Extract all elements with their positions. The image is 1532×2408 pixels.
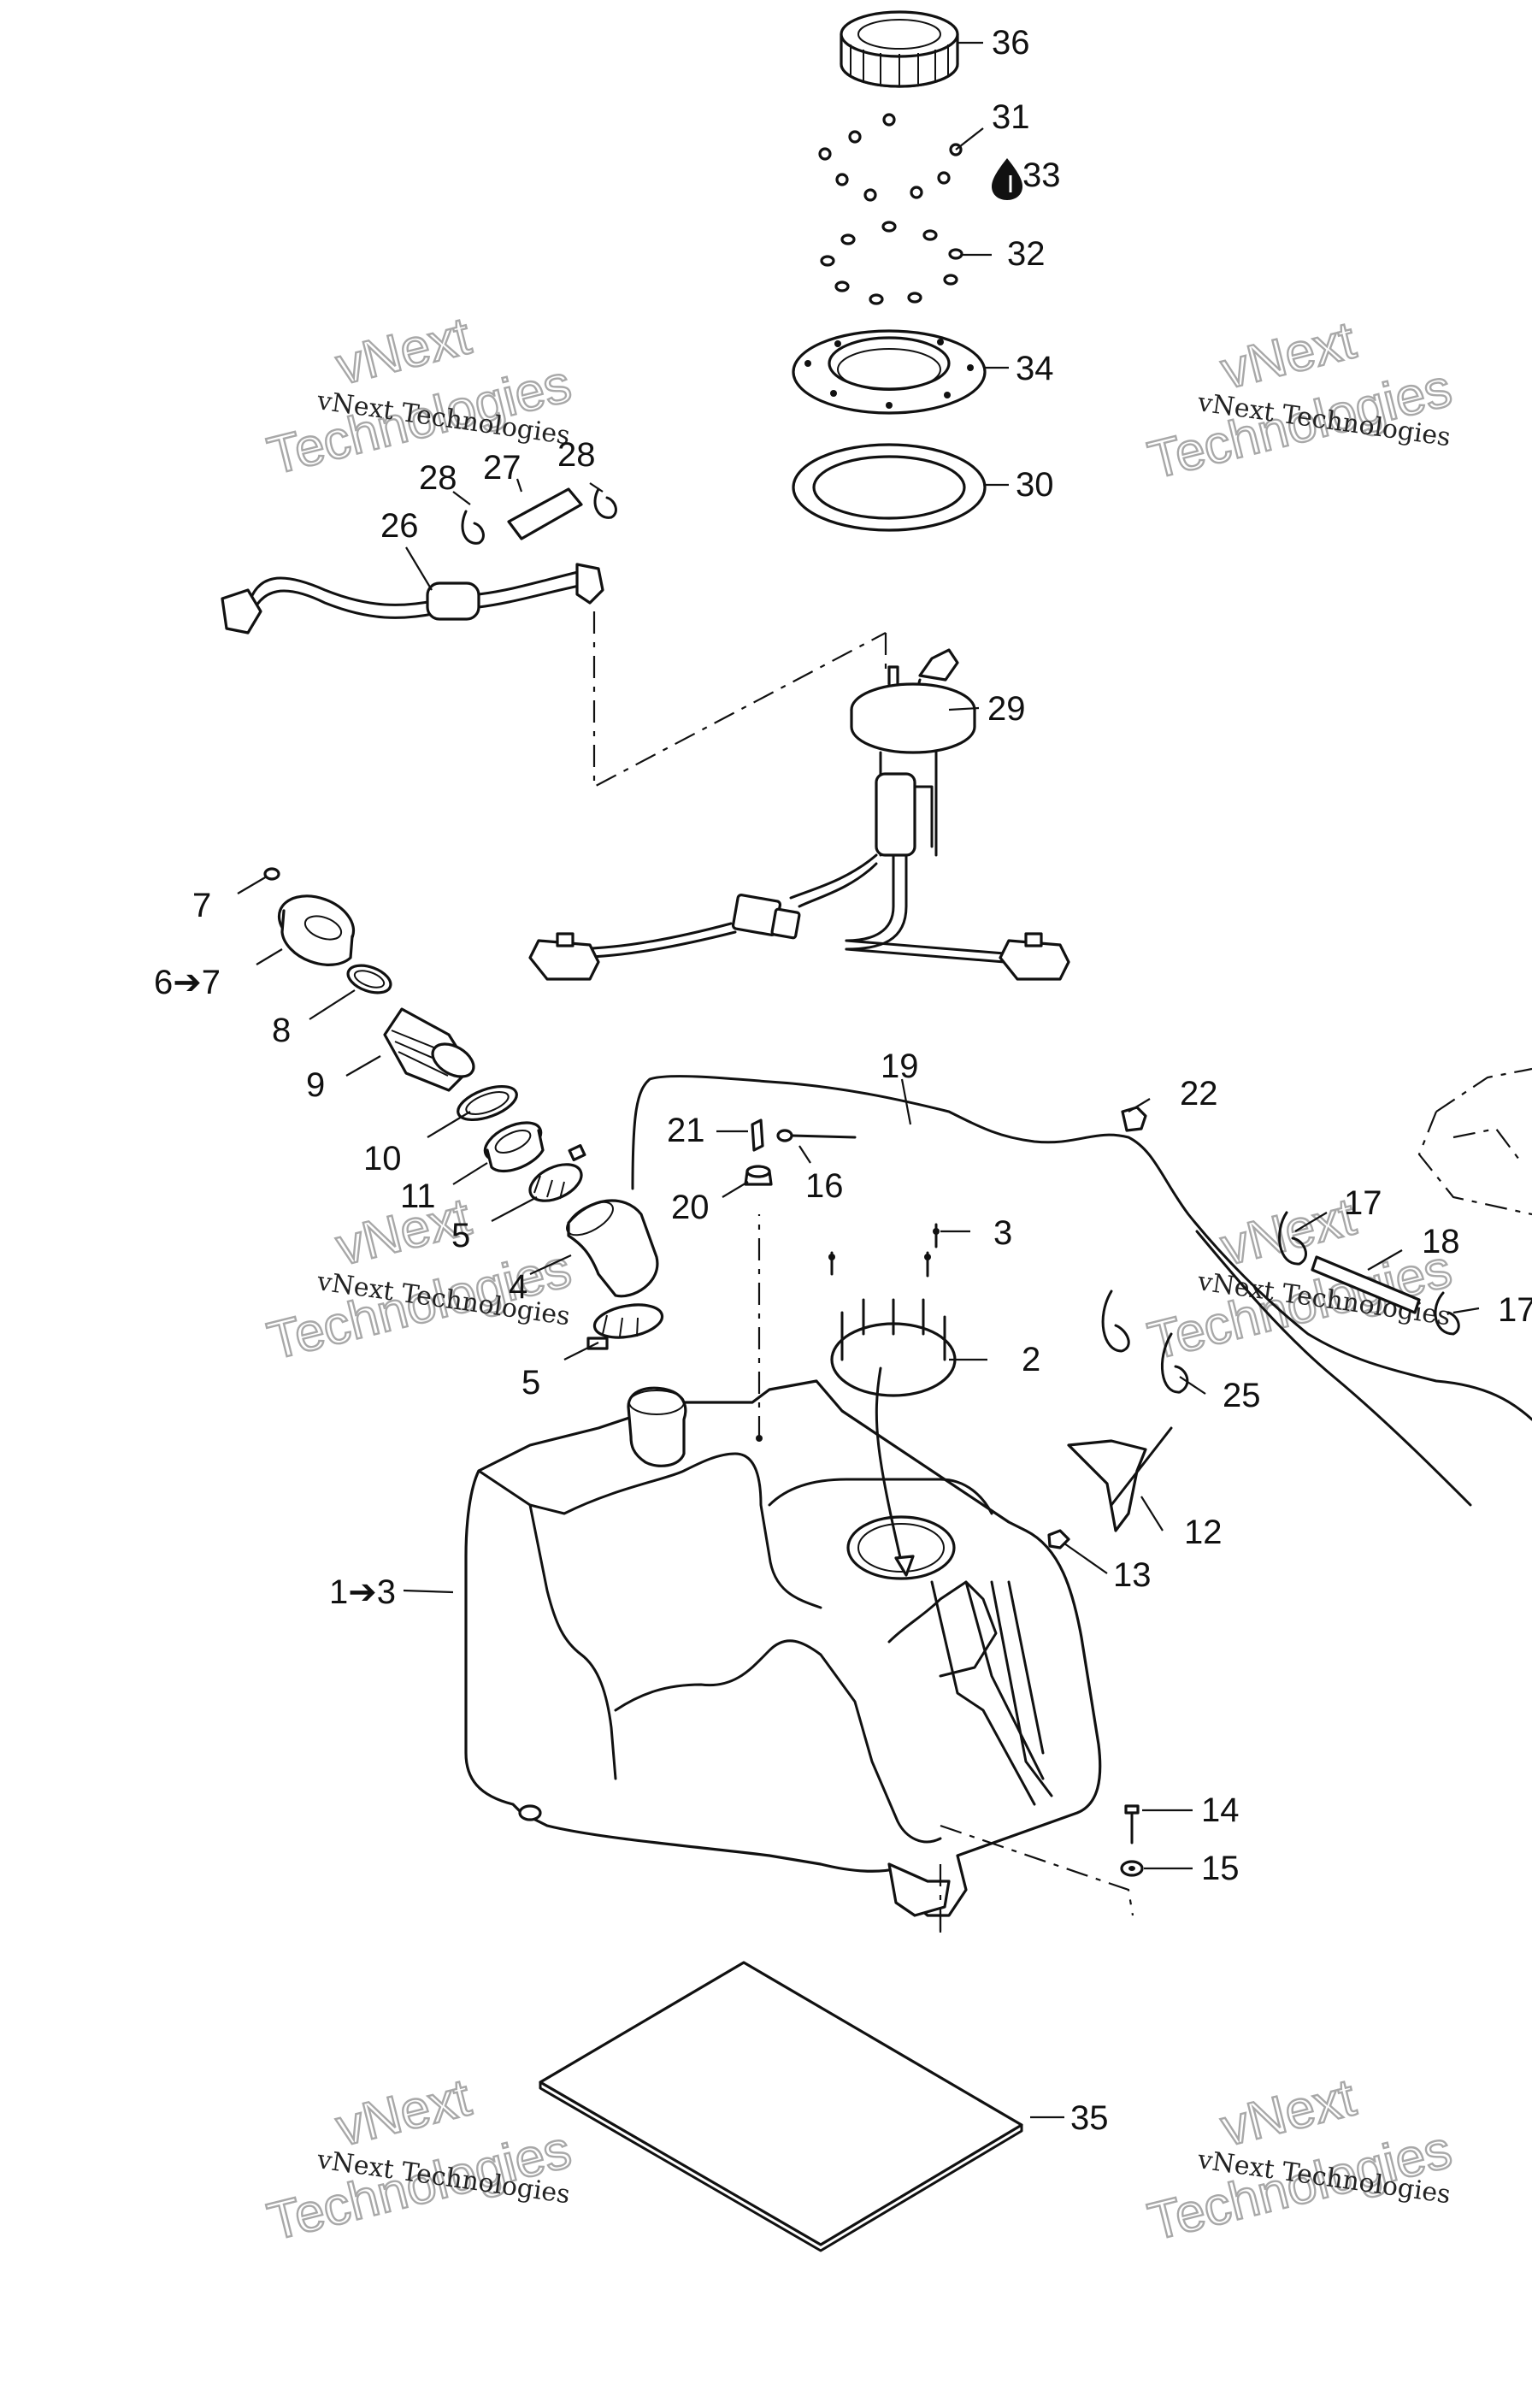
callout-3: 3 <box>993 1214 1012 1252</box>
watermark-top-right: vNext Technologies vNext Technologies <box>1141 310 1458 492</box>
part-28-clamp-right <box>593 487 617 519</box>
part-16-fitting <box>776 1129 857 1142</box>
callout-13: 13 <box>1113 1556 1152 1594</box>
callout-28-left: 28 <box>419 459 457 497</box>
callout-8: 8 <box>272 1012 291 1049</box>
callout-17-upper: 17 <box>1344 1184 1382 1222</box>
callout-29: 29 <box>987 690 1026 728</box>
part-21-fitting <box>751 1118 764 1152</box>
part-22-clip <box>1121 1106 1147 1132</box>
part-29-fuel-pump-assembly <box>528 633 1070 981</box>
callout-15: 15 <box>1201 1850 1240 1887</box>
watermark-logo-vnext: vNext <box>331 2068 476 2157</box>
part-6-fuel-cap <box>277 894 356 966</box>
part-27-hose <box>507 487 583 540</box>
watermark-top-left: vNext Technologies vNext Technologies <box>261 305 577 487</box>
part-32-washers-ring <box>820 221 963 305</box>
assembly-guide-line <box>592 611 887 788</box>
watermark-logo-vnext: vNext <box>1216 1187 1361 1277</box>
part-25-clamp <box>1101 1290 1189 1394</box>
callout-6-to-7: 6➔7 <box>154 964 221 1001</box>
part-14-bolt <box>1124 1804 1140 1844</box>
part-31-nuts-ring <box>818 113 963 202</box>
callout-20: 20 <box>671 1189 710 1226</box>
part-12-bracket <box>1067 1426 1173 1532</box>
callout-18: 18 <box>1422 1223 1460 1260</box>
callout-30: 30 <box>1016 466 1054 504</box>
part-5-clamp-upper <box>528 1144 586 1202</box>
callout-32: 32 <box>1007 235 1046 273</box>
part-30-gasket <box>792 443 987 532</box>
callout-34: 34 <box>1016 350 1054 387</box>
part-1-fuel-tank <box>464 1379 1102 1917</box>
watermark-logo-vnext: vNext <box>1216 2068 1361 2157</box>
callout-33: 33 <box>1022 156 1061 194</box>
leader-lines <box>237 41 1480 2119</box>
part-17-clamp-right <box>1434 1291 1460 1336</box>
part-26-fuel-line-filter <box>221 563 604 634</box>
callout-28-right: 28 <box>557 436 596 474</box>
callout-labels: 36 31 33 32 34 30 29 28 27 28 26 7 6➔7 8… <box>154 24 1532 2137</box>
part-18-hose <box>1311 1255 1421 1314</box>
callout-26: 26 <box>380 507 419 545</box>
part-10-gasket <box>457 1084 518 1122</box>
callout-19: 19 <box>881 1048 919 1085</box>
callout-5-upper: 5 <box>451 1217 470 1254</box>
part-8-o-ring <box>346 964 392 994</box>
part-36-lock-ring <box>840 10 959 88</box>
part-4-elbow-hose <box>566 1199 659 1298</box>
part-35-pad <box>539 1961 1023 2252</box>
watermark-bottom-left: vNext Technologies vNext Technologies <box>261 2067 577 2253</box>
callout-17-right: 17 <box>1498 1291 1532 1329</box>
callout-35: 35 <box>1070 2099 1109 2137</box>
part-34-retaining-plate <box>792 329 987 415</box>
callout-9: 9 <box>306 1066 325 1104</box>
part-3-studs <box>828 1223 940 1278</box>
part-2-pump-retainer <box>830 1298 957 1577</box>
callout-4: 4 <box>509 1268 527 1306</box>
watermark-bottom-right: vNext Technologies vNext Technologies <box>1141 2067 1458 2253</box>
callout-12: 12 <box>1184 1514 1223 1551</box>
part-9-filler-neck <box>383 1007 475 1092</box>
part-20-valve <box>744 1165 773 1186</box>
part-15-washer <box>1120 1860 1144 1877</box>
callout-1-to-3: 1➔3 <box>329 1573 396 1611</box>
callout-11: 11 <box>400 1177 436 1215</box>
callout-22: 22 <box>1180 1075 1218 1113</box>
callout-7: 7 <box>192 887 211 924</box>
callout-5-lower: 5 <box>521 1364 540 1402</box>
part-11-nut <box>483 1121 545 1173</box>
callout-2: 2 <box>1022 1341 1040 1378</box>
part-19-vent-line <box>631 1075 1532 1507</box>
callout-16: 16 <box>805 1167 844 1205</box>
drop-icon <box>992 158 1022 200</box>
part-17-clamp-left <box>1278 1211 1307 1266</box>
part-bracket-right-edge <box>1417 1067 1532 1216</box>
callout-31: 31 <box>992 98 1030 136</box>
part-7-vent-plug <box>263 867 280 881</box>
part-28-clamp-left <box>461 510 485 545</box>
callout-36: 36 <box>992 24 1030 62</box>
callout-21: 21 <box>667 1112 705 1149</box>
callout-25: 25 <box>1223 1377 1261 1414</box>
callout-10: 10 <box>363 1140 402 1177</box>
callout-27: 27 <box>483 449 521 487</box>
callout-14: 14 <box>1201 1791 1240 1829</box>
part-5-clamp-lower <box>586 1303 664 1350</box>
